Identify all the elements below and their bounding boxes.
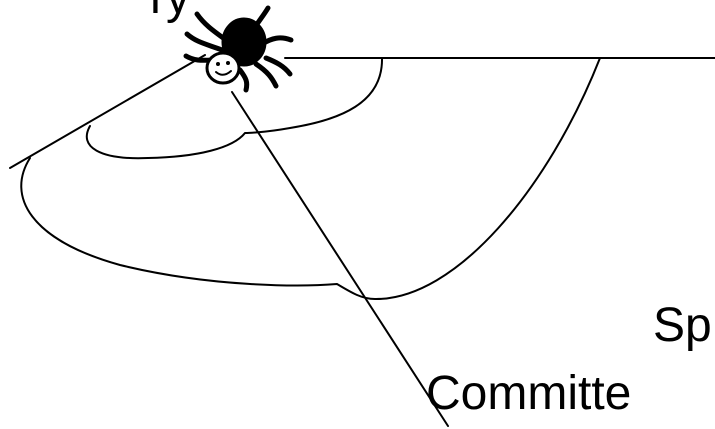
label-top-fragment: ry [150,0,190,22]
label-committee-fragment: Committe [426,370,631,418]
thread-down [232,92,448,426]
spider-icon [186,8,291,90]
web-arc-outer [21,58,600,299]
label-right-fragment: Sp [653,302,712,350]
web-arcs [21,58,600,299]
thread-left [10,55,205,168]
